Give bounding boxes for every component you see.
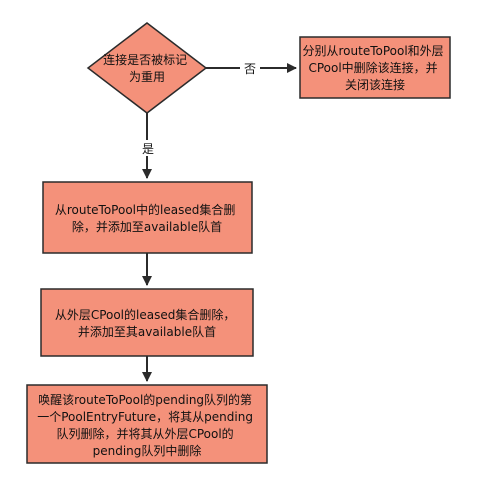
decision-line-2: 为重用 bbox=[129, 70, 165, 84]
step3-line-1: 唤醒该routeToPool的pending队列的第 bbox=[38, 392, 252, 407]
step3-box bbox=[26, 384, 268, 464]
close-box bbox=[299, 36, 451, 99]
close-text: 分别从routeToPool和外层 CPool中删除该连接，并 关闭该连接 bbox=[303, 44, 448, 92]
step1-text: 从routeToPool中的leased集合删 除，并添加至available队… bbox=[55, 202, 239, 234]
close-line-2: CPool中删除该连接，并 bbox=[308, 60, 437, 75]
step1-line-1: 从routeToPool中的leased集合删 bbox=[55, 202, 236, 217]
step1-node: 从routeToPool中的leased集合删 除，并添加至available队… bbox=[42, 181, 253, 254]
step2-line-1: 从外层CPool的leased集合删除， bbox=[55, 307, 236, 322]
step3-text: 唤醒该routeToPool的pending队列的第 一个PoolEntryFu… bbox=[37, 392, 257, 458]
step3-line-3: 队列删除，并将其从外层CPool的 bbox=[56, 426, 233, 441]
step3-node: 唤醒该routeToPool的pending队列的第 一个PoolEntryFu… bbox=[26, 384, 268, 464]
step3-line-4: pending队列中删除 bbox=[93, 443, 202, 458]
step1-box bbox=[42, 181, 253, 254]
close-node: 分别从routeToPool和外层 CPool中删除该连接，并 关闭该连接 bbox=[299, 36, 451, 99]
decision-node: 连接是否被标记 为重用 bbox=[86, 22, 208, 114]
edge-label-no: 否 bbox=[244, 62, 256, 76]
step3-line-2: 一个PoolEntryFuture，将其从pending bbox=[37, 410, 253, 424]
edge-label-yes-bg bbox=[139, 140, 157, 156]
step2-box bbox=[40, 288, 254, 357]
step2-node: 从外层CPool的leased集合删除， 并添加至其available队首 bbox=[40, 288, 254, 357]
decision-diamond bbox=[86, 22, 208, 114]
edge-label-no-bg bbox=[240, 60, 260, 76]
step2-text: 从外层CPool的leased集合删除， 并添加至其available队首 bbox=[55, 307, 239, 339]
decision-line-1: 连接是否被标记 bbox=[103, 52, 187, 67]
edge-label-yes: 是 bbox=[142, 142, 154, 156]
edges: 否 是 bbox=[139, 60, 297, 382]
step2-line-2: 并添加至其available队首 bbox=[78, 324, 216, 339]
step1-line-2: 除，并添加至available队首 bbox=[72, 219, 222, 234]
close-line-3: 关闭该连接 bbox=[345, 77, 405, 92]
decision-text: 连接是否被标记 为重用 bbox=[103, 52, 191, 84]
close-line-1: 分别从routeToPool和外层 bbox=[303, 44, 444, 58]
